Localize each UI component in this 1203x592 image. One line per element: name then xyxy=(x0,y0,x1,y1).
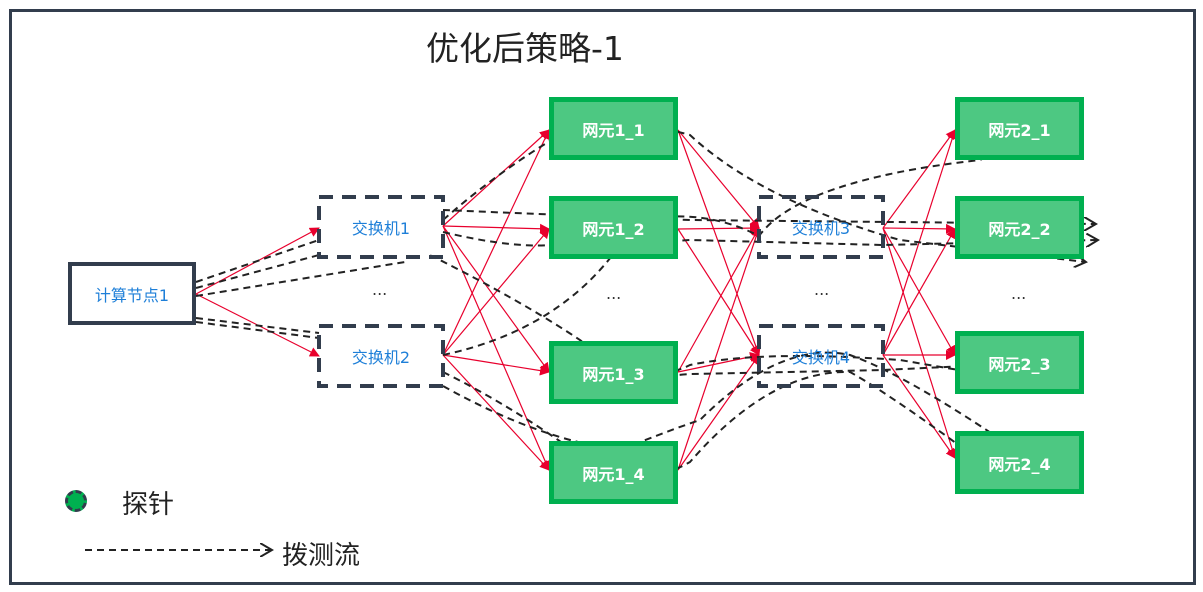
switch-2[interactable]: 交换机2 xyxy=(321,328,441,384)
switch-4[interactable]: 交换机4 xyxy=(761,328,881,384)
probe-icon xyxy=(65,490,87,512)
probe-flow xyxy=(195,321,320,339)
physical-links xyxy=(195,129,958,471)
switch-3[interactable]: 交换机3 xyxy=(761,199,881,255)
probe-flow xyxy=(195,254,320,289)
ellipsis-switch-col1: ... xyxy=(372,280,388,299)
ne-2-4-label: 网元2_4 xyxy=(988,454,1051,474)
link-switch2-ne1-3 xyxy=(442,354,550,376)
link-switch1-ne1-4 xyxy=(442,225,550,471)
link-switch3-ne2-1 xyxy=(882,129,956,229)
ne-2-2[interactable]: 网元2_2 xyxy=(955,196,1084,259)
probe-flow xyxy=(195,239,320,283)
probe-flow xyxy=(442,240,1098,356)
diagram-title: 优化后策略-1 xyxy=(426,29,624,68)
ne-1-3[interactable]: 网元1_3 xyxy=(549,341,678,404)
ne-1-1-label: 网元1_1 xyxy=(582,120,645,140)
link-switch2-ne1-4 xyxy=(442,354,550,471)
probe-flow xyxy=(429,254,1052,386)
legend-probe-label: 探针 xyxy=(122,490,175,520)
ne-1-2[interactable]: 网元1_2 xyxy=(549,196,678,259)
link-switch4-ne2-4 xyxy=(882,354,956,459)
legend-flow-label: 拨测流 xyxy=(282,541,361,571)
diagram-frame xyxy=(9,9,1196,585)
ne-1-1[interactable]: 网元1_1 xyxy=(549,97,678,160)
link-ne1-2-switch4 xyxy=(677,228,760,356)
link-switch1-ne1-3 xyxy=(442,225,550,373)
link-switch2-ne1-2 xyxy=(442,228,550,356)
switch-1-label: 交换机1 xyxy=(351,219,411,238)
ne-2-1-label: 网元2_1 xyxy=(988,120,1051,140)
switch-3-label: 交换机3 xyxy=(791,219,851,238)
switch-2-label: 交换机2 xyxy=(351,348,411,367)
compute-node-1-label: 计算节点1 xyxy=(94,285,170,305)
link-ne1-3-switch3 xyxy=(677,227,760,373)
link-switch3-ne2-2 xyxy=(882,223,956,234)
compute-node-1[interactable]: 计算节点1 xyxy=(68,262,196,325)
ne-1-4-label: 网元1_4 xyxy=(582,464,645,484)
link-switch1-ne1-2 xyxy=(442,223,550,234)
link-switch3-ne2-4 xyxy=(882,227,958,459)
link-ne1-1-switch4 xyxy=(677,129,761,356)
link-ne1-4-switch3 xyxy=(677,227,761,471)
link-ne1-4-switch4 xyxy=(677,354,760,471)
probe-flow xyxy=(442,351,1066,485)
ne-1-3-label: 网元1_3 xyxy=(582,364,645,384)
switch-1[interactable]: 交换机1 xyxy=(321,199,441,255)
ne-1-2-label: 网元1_2 xyxy=(582,219,645,239)
ellipsis-switch-col2: ... xyxy=(814,280,830,299)
link-ne1-2-switch3 xyxy=(677,223,760,234)
ne-2-1[interactable]: 网元2_1 xyxy=(955,97,1084,160)
probe-flow xyxy=(442,370,1022,492)
ellipsis-ne-col1: ... xyxy=(606,284,622,303)
probe-flow xyxy=(195,317,320,334)
ne-2-4[interactable]: 网元2_4 xyxy=(955,431,1084,494)
ne-2-3[interactable]: 网元2_3 xyxy=(955,331,1084,394)
ne-1-4[interactable]: 网元1_4 xyxy=(549,441,678,504)
link-ne1-1-switch3 xyxy=(677,129,760,229)
ellipsis-ne-col2: ... xyxy=(1011,284,1027,303)
ne-2-2-label: 网元2_2 xyxy=(988,219,1051,239)
switch-4-label: 交换机4 xyxy=(791,348,851,367)
link-switch4-ne2-2 xyxy=(882,228,956,356)
ne-2-3-label: 网元2_3 xyxy=(988,354,1051,374)
